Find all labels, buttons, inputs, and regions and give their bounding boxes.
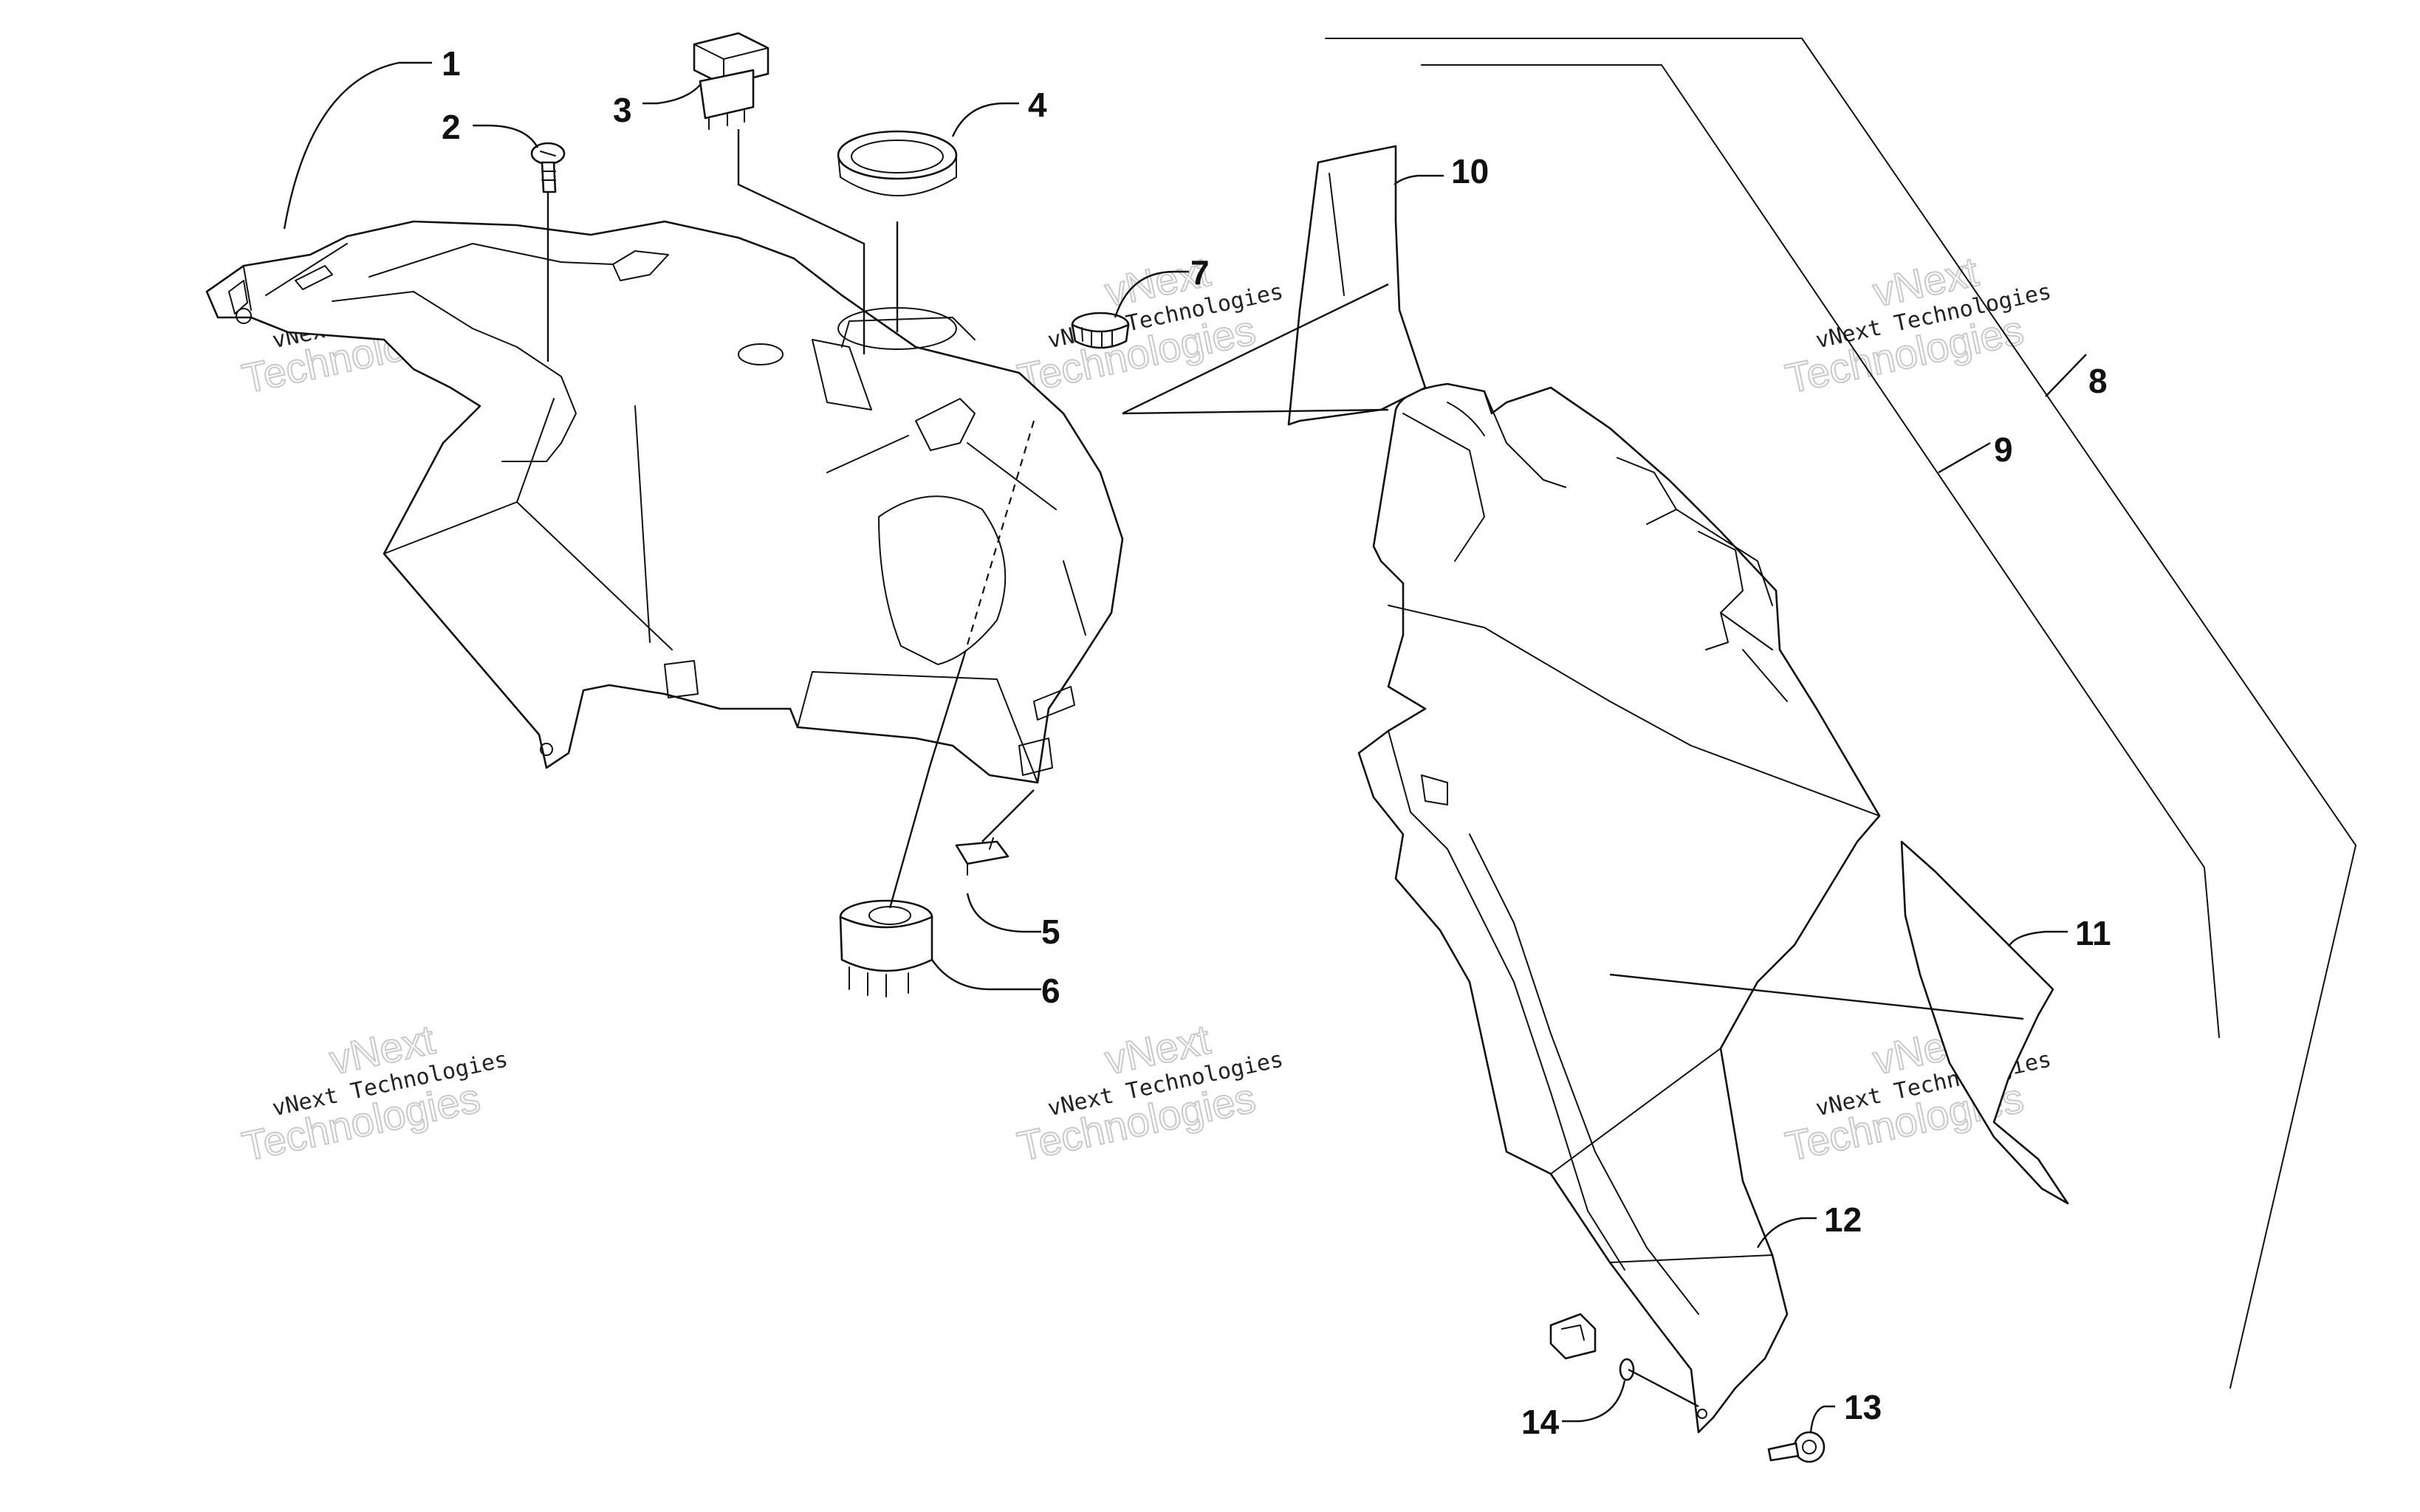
callout-11: 11 [2075,914,2111,952]
watermark-top-center: vNext vNext Technologies Technologies [1013,247,1286,403]
trim-part-11 [1900,840,2069,1205]
console-panel-part-1 [205,220,1124,784]
callout-8: 8 [2088,362,2108,400]
callout-4: 4 [1028,86,1047,124]
decal-9-outline [1421,64,2220,1038]
callout-10: 10 [1451,152,1489,190]
callout-13: 13 [1844,1388,1882,1426]
callout-5: 5 [1041,913,1060,951]
screw-part-2 [530,142,566,193]
side-panel-part-12 [1357,382,1881,1434]
callout-9: 9 [1994,430,2013,469]
rocker-switch-part-3 [693,32,769,130]
watermark-bottom-left: vNext vNext Technologies Technologies [238,1015,510,1171]
ring-part-4 [837,130,958,196]
leader-lines [283,61,2087,1433]
fastener-part-13 [1767,1431,1826,1463]
knob-part-7 [1071,312,1130,349]
callout-6: 6 [1041,972,1060,1010]
callout-12: 12 [1824,1200,1862,1239]
callout-14: 14 [1521,1403,1560,1441]
decal-8-outline [1325,38,2356,1389]
callout-7: 7 [1190,253,1210,292]
ignition-switch-part-6 [839,899,933,997]
watermark-bottom-center: vNext vNext Technologies Technologies [1013,1015,1286,1171]
callout-2: 2 [442,108,461,146]
watermark-top-right: vNext vNext Technologies Technologies [1781,247,2054,403]
callout-1: 1 [442,44,461,83]
callout-3: 3 [613,91,632,129]
clip-part-5 [955,837,1010,876]
clip-nut-part-14 [1549,1313,1635,1381]
trim-part-10 [1287,145,1427,426]
